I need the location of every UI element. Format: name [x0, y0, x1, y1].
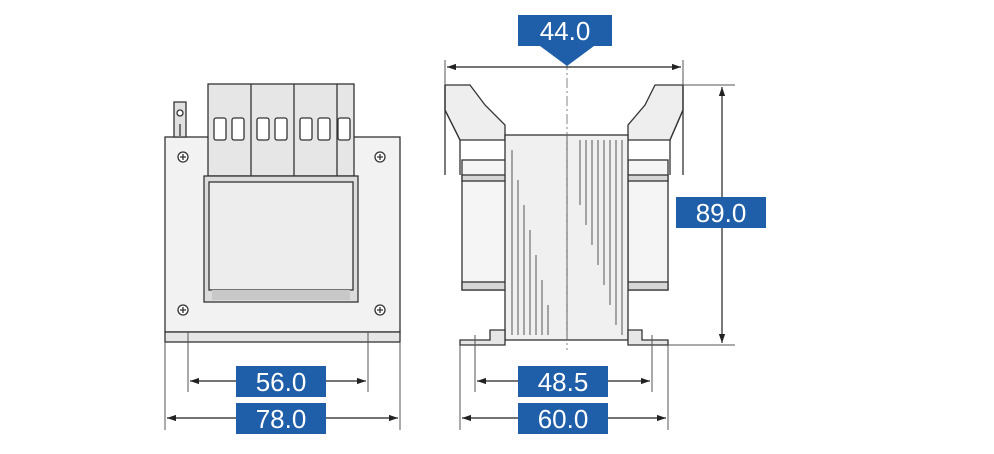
label-48-5-text: 48.5 — [538, 367, 589, 397]
label-44-text: 44.0 — [540, 16, 591, 46]
bobbin-flange-right — [627, 159, 669, 291]
label-56: 56.0 — [236, 366, 326, 397]
front-view — [164, 83, 401, 430]
terminal-block — [207, 83, 355, 177]
ground-tab — [173, 101, 187, 138]
top-left-flange — [444, 84, 506, 141]
label-48-5: 48.5 — [518, 366, 608, 397]
label-60-text: 60.0 — [538, 404, 589, 434]
front-base-flange — [164, 331, 401, 355]
label-78-text: 78.0 — [256, 404, 307, 434]
label-44: 44.0 — [518, 15, 612, 66]
top-right-flange — [627, 84, 684, 141]
label-60: 60.0 — [518, 403, 608, 434]
label-89: 89.0 — [676, 197, 766, 228]
label-89-text: 89.0 — [696, 198, 747, 228]
side-view — [444, 60, 735, 430]
bobbin-flange-left — [461, 159, 507, 291]
mounting-screws — [177, 151, 386, 316]
side-mounting-feet — [459, 329, 669, 362]
label-56-text: 56.0 — [256, 367, 307, 397]
laminated-core — [504, 134, 629, 341]
label-78: 78.0 — [236, 403, 326, 434]
core-hatching — [511, 135, 623, 340]
